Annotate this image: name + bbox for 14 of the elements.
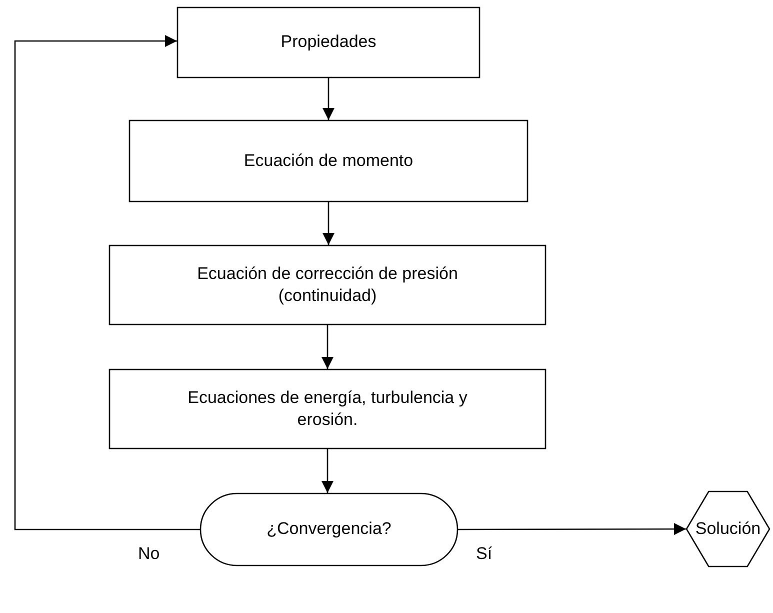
arrow (322, 78, 334, 120)
node-text: Solución (695, 518, 761, 540)
node-text: Propiedades (280, 31, 376, 54)
arrow (322, 449, 334, 493)
arrow (458, 523, 686, 536)
node-text: Ecuación de corrección de presión (continuidad) (196, 262, 459, 307)
node-text: ¿Convergencia? (266, 518, 392, 540)
arrow (322, 325, 334, 369)
edge-label: Sí (476, 544, 492, 564)
node-text: Ecuación de momento (244, 150, 414, 172)
node-text: Ecuaciones de energía, turbulencia y erosión. (186, 386, 468, 431)
edge-label: No (138, 544, 160, 564)
arrow (14, 35, 200, 530)
arrow (322, 202, 334, 245)
